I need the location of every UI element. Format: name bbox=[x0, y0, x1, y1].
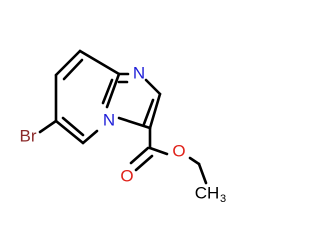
bond-n4-c8a bbox=[105, 72, 121, 109]
bond-c6-c5 bbox=[54, 119, 85, 145]
atom-labels: Br N N O O CH 3 bbox=[20, 64, 227, 206]
bond-c8a-c8 bbox=[78, 49, 121, 76]
bond-c-o-double-b bbox=[134, 154, 154, 172]
bonds bbox=[38, 49, 208, 185]
bond-c6-c5-inner bbox=[61, 116, 85, 137]
bond-c-o-double-a bbox=[129, 146, 150, 165]
nitrogen-bridge-label: N bbox=[103, 111, 115, 130]
methyl-subscript: 3 bbox=[220, 193, 226, 205]
bond-ch2-ch3 bbox=[197, 162, 208, 185]
methyl-label: CH bbox=[195, 184, 220, 203]
molecule-structure-diagram: Br N N O O CH 3 bbox=[20, 49, 227, 206]
bond-c-o-single bbox=[148, 146, 169, 156]
bond-c8a-c8a-inner bbox=[101, 78, 114, 105]
bond-c8-c7 bbox=[54, 49, 82, 77]
bond-c2-c3 bbox=[148, 92, 162, 130]
bond-c8-c7-inner bbox=[62, 58, 84, 81]
bond-c2-c3-inner bbox=[142, 98, 155, 126]
nitrogen-top-label: N bbox=[133, 64, 145, 83]
bond-c5-n4 bbox=[81, 129, 99, 145]
bond-n1-c2 bbox=[144, 78, 162, 96]
carbonyl-oxygen-label: O bbox=[120, 167, 133, 186]
bond-c6-br bbox=[38, 119, 58, 134]
bond-c3-n4 bbox=[117, 116, 152, 130]
ester-oxygen-label: O bbox=[172, 142, 185, 161]
bond-o-ch2 bbox=[188, 156, 201, 166]
bromine-label: Br bbox=[20, 127, 37, 146]
